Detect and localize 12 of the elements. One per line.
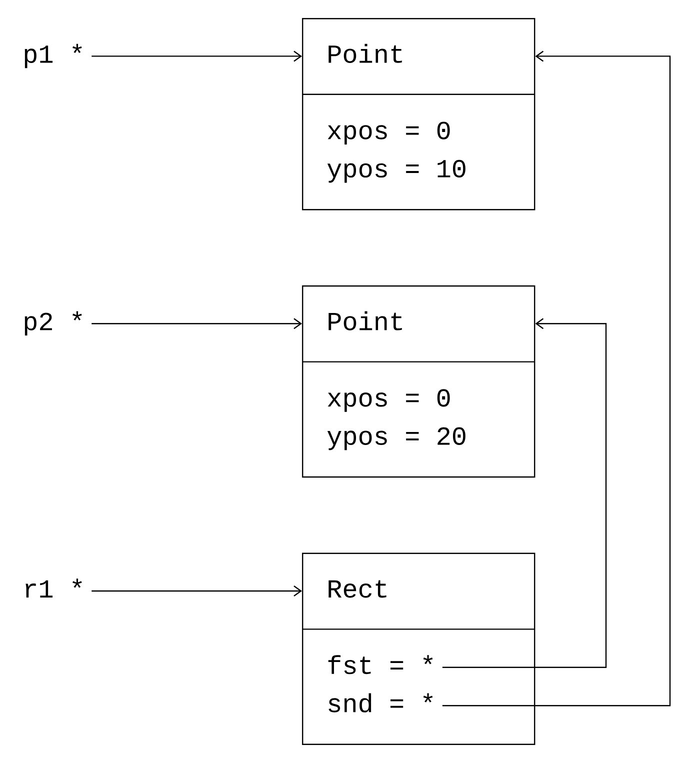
arrow <box>442 50 671 706</box>
arrow <box>92 50 302 62</box>
pointer-label: r1 * <box>26 578 82 598</box>
arrow <box>442 318 607 668</box>
record-box: Point xpos = 0 ypos = 20 <box>302 285 536 478</box>
field-label: snd = * <box>328 693 433 712</box>
arrow <box>92 586 302 596</box>
pointer-label: p2 * <box>24 311 82 336</box>
arrow <box>92 318 302 330</box>
record-box: Point xpos = 0 ypos = 10 <box>302 18 536 210</box>
field-label: fst = * <box>328 655 433 674</box>
pointer-label: p1 * <box>24 44 82 68</box>
